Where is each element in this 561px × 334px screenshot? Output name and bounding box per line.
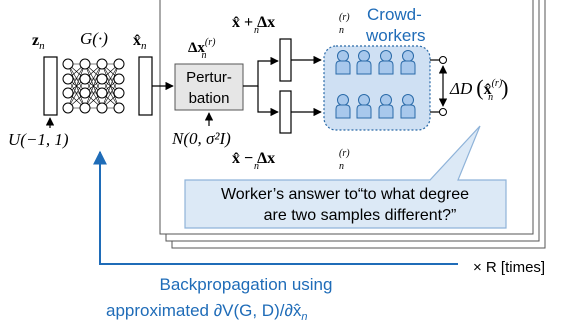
repeat-label: × R [times]: [473, 259, 545, 276]
plus-sample-box: [279, 38, 292, 82]
perturbation-box: [174, 63, 244, 111]
backprop-arrow: [93, 150, 458, 265]
plus-sub-xhat: n: [254, 25, 259, 36]
uniform-label: U(−1, 1): [8, 130, 69, 149]
minus-sub-delta: n: [339, 161, 344, 172]
minus-sample-box: [279, 90, 292, 134]
noise-label: N(0, σ²I): [171, 129, 231, 148]
plus-sub-delta: n: [339, 25, 344, 36]
plus-sup: (r): [339, 12, 350, 23]
minus-sub-xhat: n: [254, 161, 259, 172]
backprop-line1: Backpropagation using: [160, 275, 333, 294]
minus-sample-label: x̂ − Δx: [232, 150, 275, 167]
latent-vector-box: [43, 56, 58, 116]
plus-branch-arrow: [243, 56, 279, 87]
backprop-section: Backpropagation using approximated ∂V(G,…: [93, 150, 458, 323]
crowd-label-line1: Crowd-: [367, 5, 422, 24]
minus-sup: (r): [339, 148, 350, 159]
callout-shape: [184, 125, 507, 229]
z-label: zn: [32, 32, 45, 52]
generator-label: G(·): [80, 29, 108, 48]
backprop-line2: approximated ∂V(G, D)/∂x̂n: [106, 301, 307, 323]
worker-answer-callout: Worker’s answer to“to what degree are tw…: [184, 125, 507, 229]
crowdworkers-section: Crowd- workers ΔD(x̂(r)n): [323, 5, 508, 131]
generated-sample-box: [138, 56, 153, 116]
output-node-bottom: [439, 108, 447, 116]
delta-label: Δx(r)n: [188, 37, 216, 61]
minus-branch-arrow: [257, 86, 279, 117]
xhat-label: x̂n: [133, 32, 147, 52]
perturbed-samples: x̂ + Δx (r) n n x̂ − Δx (r) n n: [232, 12, 350, 172]
neural-network-icon: [62, 58, 125, 114]
distance-label: ΔD(x̂(r)n): [449, 75, 508, 103]
plus-sample-label: x̂ + Δx: [232, 14, 275, 31]
crowd-label-line2: workers: [365, 26, 426, 45]
perturbation-line1: Pertur-: [186, 69, 232, 86]
output-node-top: [439, 56, 447, 64]
callout-line2: are two samples different?”: [264, 207, 457, 224]
perturbation-line2: bation: [189, 90, 230, 107]
callout-line1: Worker’s answer to“to what degree: [221, 186, 469, 203]
perturbation-section: Δx(r)n Pertur- bation N(0, σ²I): [171, 37, 279, 148]
generator-section: zn G(·) x̂n U(−: [8, 29, 174, 149]
